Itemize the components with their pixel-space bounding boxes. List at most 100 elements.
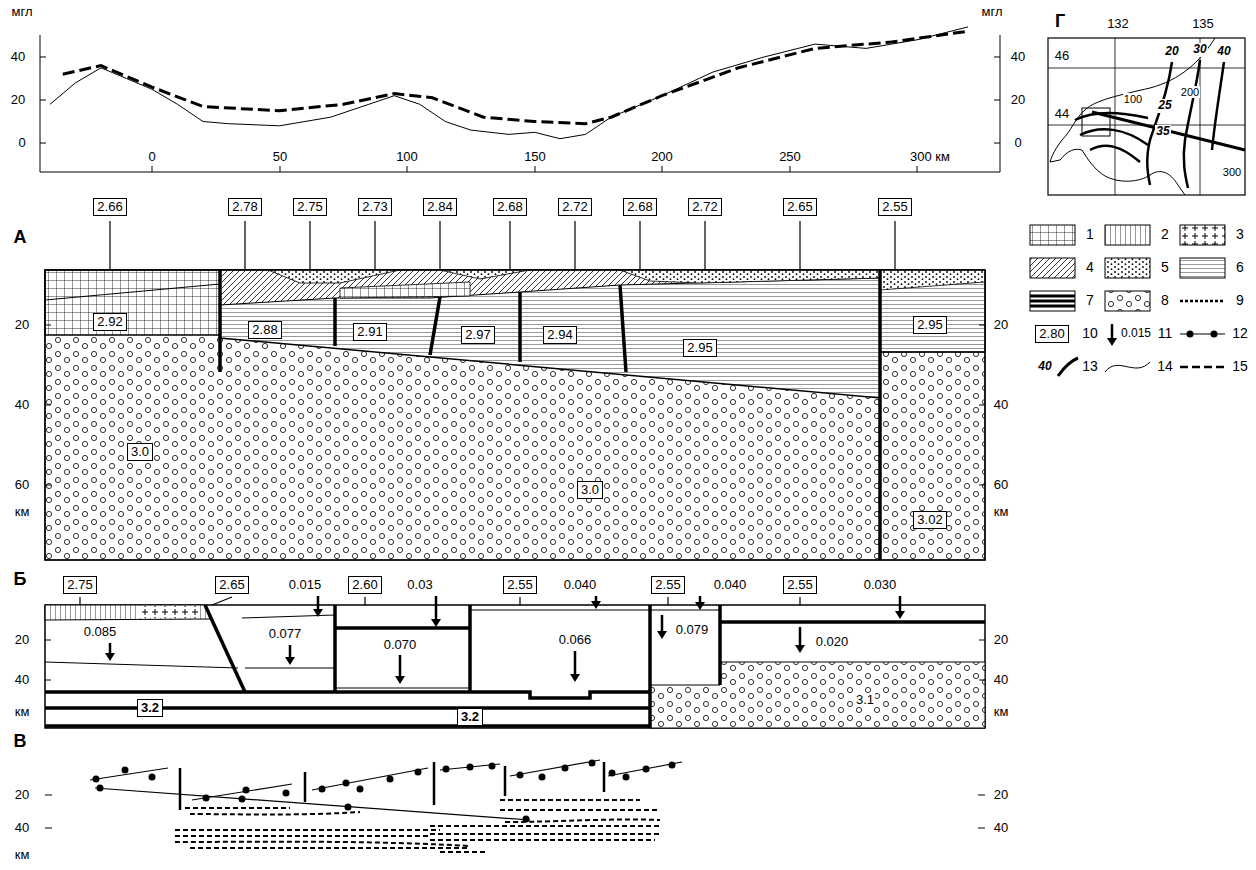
density-value: 3.2 bbox=[141, 700, 159, 715]
density-box: 2.55 bbox=[651, 576, 684, 595]
density-value: 2.95 bbox=[917, 317, 942, 332]
density-value: 2.84 bbox=[427, 199, 452, 214]
depth-value: 40 bbox=[14, 821, 30, 835]
distance-value: 0 bbox=[147, 150, 156, 164]
density-box: 3.0 bbox=[127, 443, 153, 462]
section-v-part-part bbox=[97, 785, 104, 792]
legend-samples-part bbox=[1111, 324, 1114, 339]
section-a-part-part bbox=[518, 292, 522, 362]
legend-samples-part bbox=[1105, 362, 1150, 372]
section-letter: А bbox=[13, 228, 28, 248]
section-v-part-part bbox=[175, 830, 470, 848]
heat-flow-value: 0.040 bbox=[713, 578, 748, 592]
section-b-part-part bbox=[895, 611, 905, 619]
legend-number: 15 bbox=[1231, 359, 1249, 374]
legend-number: 1 bbox=[1085, 227, 1095, 242]
section-b-part bbox=[45, 605, 985, 728]
contour-value: 20 bbox=[1164, 45, 1179, 58]
legend-samples-part bbox=[1105, 291, 1150, 311]
section-a-part bbox=[45, 284, 220, 300]
section-b-part-part bbox=[661, 615, 664, 632]
location-map bbox=[1048, 38, 1245, 195]
section-b-part-part bbox=[795, 645, 805, 653]
section-b-part bbox=[45, 605, 210, 620]
axis-unit: мгл bbox=[11, 5, 34, 19]
density-value: 2.95 bbox=[687, 340, 712, 355]
contour-value: 35 bbox=[1155, 125, 1170, 138]
section-b-part-part bbox=[335, 688, 470, 689]
section-a bbox=[45, 221, 985, 560]
section-a-part bbox=[880, 351, 985, 353]
section-v-part-part bbox=[203, 795, 210, 802]
location-map-part bbox=[1048, 38, 1245, 195]
distance-value: 200 bbox=[650, 150, 674, 164]
density-box: 2.65 bbox=[215, 576, 248, 595]
density-value: 2.72 bbox=[562, 199, 587, 214]
density-box: 2.94 bbox=[543, 326, 576, 345]
section-v-part-part bbox=[90, 768, 168, 780]
section-letter: Б bbox=[13, 570, 28, 590]
legend-samples-part bbox=[1180, 366, 1225, 369]
section-v-part-part bbox=[185, 808, 360, 815]
section-b-part-part bbox=[317, 596, 320, 610]
section-b-part bbox=[80, 597, 800, 605]
legend-number: 6 bbox=[1235, 260, 1245, 275]
heat-flow-value: 0.085 bbox=[83, 625, 118, 639]
section-v-part-part bbox=[283, 790, 290, 797]
legend-samples-part bbox=[1030, 291, 1075, 311]
legend-samples-part bbox=[1211, 331, 1218, 338]
legend-number: 2 bbox=[1160, 227, 1170, 242]
density-value: 3.0 bbox=[581, 482, 599, 497]
density-box: 2.84 bbox=[423, 198, 456, 217]
axis-value: 0 bbox=[1013, 136, 1022, 150]
density-value: 2.68 bbox=[627, 199, 652, 214]
density-box: 3.2 bbox=[457, 708, 483, 727]
density-box: 2.72 bbox=[688, 198, 721, 217]
distance-value: 300 км bbox=[909, 150, 951, 164]
section-b-part-part bbox=[205, 605, 245, 692]
location-map-part bbox=[1050, 38, 1215, 195]
density-value: 3.02 bbox=[917, 512, 942, 527]
section-a-part bbox=[880, 270, 985, 352]
density-value: 2.91 bbox=[357, 324, 382, 339]
section-v-part-part bbox=[239, 796, 246, 803]
legend-sample-value: 0.015 bbox=[1120, 327, 1152, 340]
section-v-part-part bbox=[609, 770, 616, 777]
legend-samples-part bbox=[1030, 225, 1075, 245]
axis-value: 20 bbox=[1010, 93, 1026, 107]
density-value: 2.55 bbox=[882, 199, 907, 214]
section-v-part-part bbox=[304, 772, 307, 802]
heat-flow-value: 0.020 bbox=[815, 635, 850, 649]
section-b-part bbox=[45, 605, 985, 728]
section-v-part-part bbox=[430, 826, 660, 852]
location-map-part-part bbox=[1080, 129, 1148, 145]
section-a-part bbox=[268, 270, 400, 283]
density-value: 2.75 bbox=[297, 199, 322, 214]
legend-samples-part bbox=[1105, 258, 1150, 278]
legend-samples-part bbox=[1058, 358, 1078, 376]
density-value: 2.60 bbox=[352, 577, 377, 592]
contour-value: 30 bbox=[1192, 43, 1207, 56]
density-value: 2.55 bbox=[787, 577, 812, 592]
contour-value: 100 bbox=[1123, 93, 1143, 105]
legend-samples-part bbox=[1187, 331, 1194, 338]
section-b-part-part bbox=[799, 627, 802, 646]
contour-value: 300 bbox=[1222, 166, 1242, 178]
section-v-part bbox=[45, 795, 985, 828]
depth-unit: км bbox=[14, 848, 31, 862]
section-b-part-part bbox=[333, 605, 337, 692]
section-v-part-part bbox=[122, 767, 129, 774]
section-a-part bbox=[880, 270, 985, 290]
section-v-part-part bbox=[589, 760, 596, 767]
section-a-part bbox=[220, 270, 880, 560]
location-map-part bbox=[1048, 38, 1245, 195]
legend-number: 4 bbox=[1085, 260, 1095, 275]
depth-value: 20 bbox=[14, 318, 30, 332]
section-v-part-part bbox=[504, 766, 507, 796]
depth-unit: км bbox=[993, 705, 1010, 719]
longitude: 132 bbox=[1106, 17, 1130, 31]
section-b-part-part bbox=[718, 605, 722, 685]
density-box: 2.66 bbox=[93, 198, 126, 217]
depth-unit: км bbox=[993, 505, 1010, 519]
section-v-part-part bbox=[95, 788, 530, 820]
